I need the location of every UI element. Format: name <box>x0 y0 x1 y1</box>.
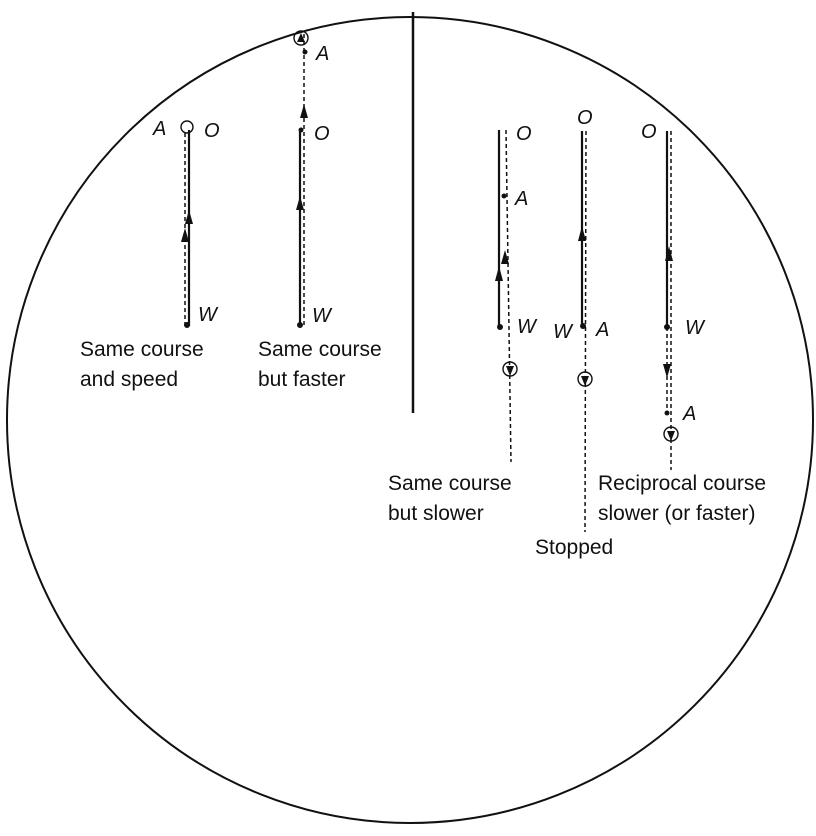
label-w: W <box>685 317 706 339</box>
caption-line-1: Same course <box>388 472 512 495</box>
w-point <box>580 323 586 329</box>
case-same-course-but-slower: O A W Same course but slower <box>388 123 538 525</box>
caption-line-2: and speed <box>80 368 178 391</box>
label-o: O <box>204 120 220 142</box>
caption-line-1: Same course <box>258 338 382 361</box>
relative-arrow <box>663 364 671 378</box>
w-point <box>497 324 503 330</box>
label-w: W <box>517 316 538 338</box>
target-arrow <box>297 33 305 42</box>
own-ship-arrow <box>296 196 304 210</box>
caption-line-2: but faster <box>258 368 346 391</box>
label-a: A <box>152 118 166 140</box>
own-ship-arrow <box>665 246 673 261</box>
relative-arrow <box>300 104 308 118</box>
caption-line-2: but slower <box>388 502 484 525</box>
label-a: A <box>315 43 329 65</box>
label-w: W <box>198 304 219 326</box>
a-point <box>664 410 670 416</box>
relative-arrow <box>501 250 509 264</box>
w-point <box>664 324 670 330</box>
target-arrow <box>581 376 589 386</box>
case-same-course-but-faster: A O W Same course but faster <box>258 30 382 391</box>
relative-track <box>505 129 512 463</box>
caption-line-2: slower (or faster) <box>598 502 756 525</box>
a-point <box>302 49 308 55</box>
caption-line-1: Same course <box>80 338 204 361</box>
target-arrow <box>506 366 514 376</box>
relative-track <box>584 130 587 533</box>
label-w: W <box>312 305 333 327</box>
label-o: O <box>577 107 593 129</box>
own-ship-arrow <box>578 226 586 241</box>
case-stopped: O W A Stopped <box>535 107 613 559</box>
o-point <box>298 127 304 133</box>
label-a: A <box>514 188 528 210</box>
case-same-course-and-speed: A O W Same course and speed <box>80 118 220 391</box>
relative-arrow <box>181 228 189 242</box>
label-w: W <box>553 321 574 343</box>
own-ship-arrow <box>185 210 193 224</box>
label-a: A <box>682 403 696 425</box>
target-ring <box>293 30 309 46</box>
target-ring <box>180 120 194 134</box>
target-arrow <box>667 431 675 441</box>
own-ship-arrow <box>495 266 503 281</box>
label-o: O <box>641 121 657 143</box>
case-reciprocal-course: O W A Reciprocal course slower (or faste… <box>598 121 766 525</box>
w-point <box>297 322 303 328</box>
display-circle <box>6 16 814 824</box>
caption-line-1: Reciprocal course <box>598 472 766 495</box>
label-a: A <box>595 319 609 341</box>
label-o: O <box>516 123 532 145</box>
w-point <box>184 322 190 328</box>
label-o: O <box>314 123 330 145</box>
caption-line-1: Stopped <box>535 536 613 559</box>
a-point <box>501 193 507 199</box>
